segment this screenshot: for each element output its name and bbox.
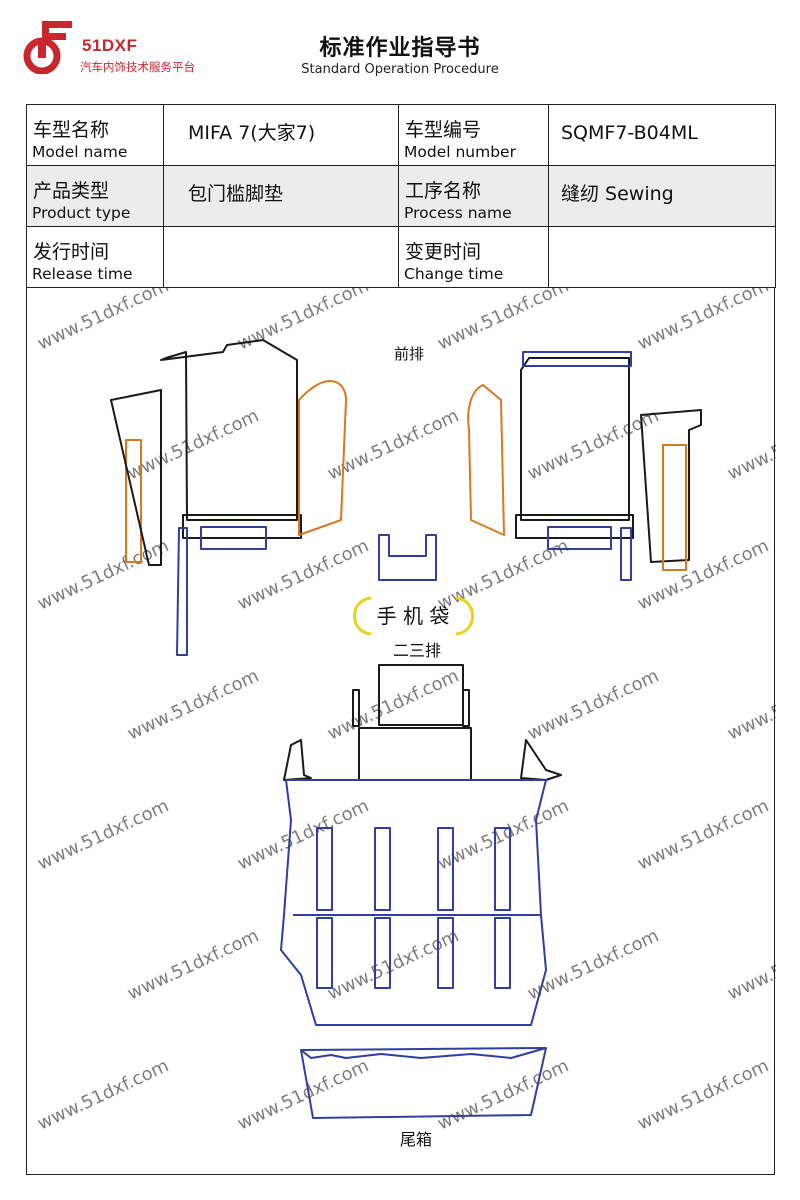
process-name-value-cell: 缝纫 Sewing bbox=[548, 165, 776, 227]
model-name-label-en: Model name bbox=[32, 143, 128, 161]
watermark-text: www.51dxf.com bbox=[34, 795, 172, 874]
process-name-label-zh: 工序名称 bbox=[405, 180, 482, 202]
release-time-value-cell bbox=[163, 226, 399, 288]
phone-pocket-left-bracket bbox=[353, 596, 372, 636]
change-time-label-zh: 变更时间 bbox=[405, 241, 482, 263]
product-type-value-cell: 包门槛脚垫 bbox=[163, 165, 399, 227]
product-type-label-en: Product type bbox=[32, 204, 131, 222]
label-front-row: 前排 bbox=[394, 345, 424, 363]
release-time-label: 发行时间 Release time bbox=[26, 226, 164, 288]
label-phone-pocket: 手 机 袋 bbox=[377, 604, 450, 628]
watermark-text: www.51dxf.com bbox=[34, 535, 172, 614]
label-second-third-row: 二三排 bbox=[393, 641, 441, 660]
product-type-label: 产品类型 Product type bbox=[26, 165, 164, 227]
watermark-text: www.51dxf.com bbox=[724, 405, 776, 484]
logo-tagline: 汽车内饰技术服务平台 bbox=[80, 60, 195, 74]
document-subtitle: Standard Operation Procedure bbox=[301, 62, 499, 77]
model-number-label: 车型编号 Model number bbox=[398, 104, 549, 166]
info-row-time: 发行时间 Release time 变更时间 Change time bbox=[26, 226, 776, 288]
product-type-value: 包门槛脚垫 bbox=[188, 183, 284, 205]
info-row-product: 产品类型 Product type 包门槛脚垫 工序名称 Process nam… bbox=[26, 165, 776, 227]
watermark-text: www.51dxf.com bbox=[634, 287, 772, 355]
logo: 51DXF 汽车内饰技术服务平台 bbox=[22, 18, 242, 78]
change-time-label: 变更时间 Change time bbox=[398, 226, 549, 288]
watermark-text: www.51dxf.com bbox=[234, 535, 372, 614]
second-third-row-mat bbox=[280, 664, 562, 1026]
trunk-mat bbox=[300, 1047, 547, 1119]
front-tunnel-piece bbox=[378, 534, 437, 581]
process-name-label-en: Process name bbox=[404, 204, 512, 222]
phone-pocket-right-bracket bbox=[455, 596, 474, 636]
label-trunk: 尾箱 bbox=[400, 1130, 432, 1149]
model-number-value: SQMF7-B04ML bbox=[561, 122, 698, 144]
model-number-label-en: Model number bbox=[404, 143, 516, 161]
watermark-text: www.51dxf.com bbox=[234, 287, 372, 355]
watermark-text: www.51dxf.com bbox=[124, 405, 262, 484]
watermark-text: www.51dxf.com bbox=[634, 535, 772, 614]
watermark-text: www.51dxf.com bbox=[324, 925, 462, 1004]
front-right-mat bbox=[467, 351, 702, 581]
product-type-label-zh: 产品类型 bbox=[33, 180, 110, 202]
watermark-text: www.51dxf.com bbox=[434, 535, 572, 614]
watermark-text: www.51dxf.com bbox=[434, 287, 572, 355]
process-name-label: 工序名称 Process name bbox=[398, 165, 549, 227]
pattern-drawing: www.51dxf.com www.51dxf.com www.51dxf.com w… bbox=[34, 287, 776, 1149]
watermark-text: www.51dxf.com bbox=[434, 795, 572, 874]
model-name-label: 车型名称 Model name bbox=[26, 104, 164, 166]
release-time-label-en: Release time bbox=[32, 265, 133, 283]
pattern-drawing-area: www.51dxf.com www.51dxf.com www.51dxf.com w… bbox=[26, 287, 776, 1175]
info-row-model: 车型名称 Model name MIFA 7(大家7) 车型编号 Model n… bbox=[26, 104, 776, 166]
change-time-value-cell bbox=[548, 226, 776, 288]
watermark-text: www.51dxf.com bbox=[234, 795, 372, 874]
watermark-text: www.51dxf.com bbox=[34, 287, 172, 355]
change-time-label-en: Change time bbox=[404, 265, 504, 283]
watermark-text: www.51dxf.com bbox=[434, 1055, 572, 1134]
watermark-text: www.51dxf.com bbox=[124, 925, 262, 1004]
watermark-layer: www.51dxf.com www.51dxf.com www.51dxf.com w… bbox=[34, 287, 776, 1135]
model-number-value-cell: SQMF7-B04ML bbox=[548, 104, 776, 166]
watermark-text: www.51dxf.com bbox=[634, 795, 772, 874]
logo-mark-icon bbox=[23, 21, 72, 74]
logo-name: 51DXF bbox=[82, 36, 138, 55]
model-name-label-zh: 车型名称 bbox=[33, 119, 110, 141]
watermark-text: www.51dxf.com bbox=[724, 665, 776, 744]
watermark-text: www.51dxf.com bbox=[524, 665, 662, 744]
release-time-label-zh: 发行时间 bbox=[33, 241, 110, 263]
process-name-value: 缝纫 Sewing bbox=[561, 183, 674, 205]
front-left-mat bbox=[110, 339, 347, 656]
model-name-value: MIFA 7(大家7) bbox=[188, 122, 316, 144]
info-table: 车型名称 Model name MIFA 7(大家7) 车型编号 Model n… bbox=[26, 104, 776, 288]
model-name-value-cell: MIFA 7(大家7) bbox=[163, 104, 399, 166]
watermark-text: www.51dxf.com bbox=[724, 925, 776, 1004]
watermark-text: www.51dxf.com bbox=[634, 1055, 772, 1134]
document-title: 标准作业指导书 bbox=[319, 36, 481, 61]
watermark-text: www.51dxf.com bbox=[34, 1055, 172, 1134]
model-number-label-zh: 车型编号 bbox=[405, 119, 482, 141]
watermark-text: www.51dxf.com bbox=[324, 665, 462, 744]
watermark-text: www.51dxf.com bbox=[124, 665, 262, 744]
